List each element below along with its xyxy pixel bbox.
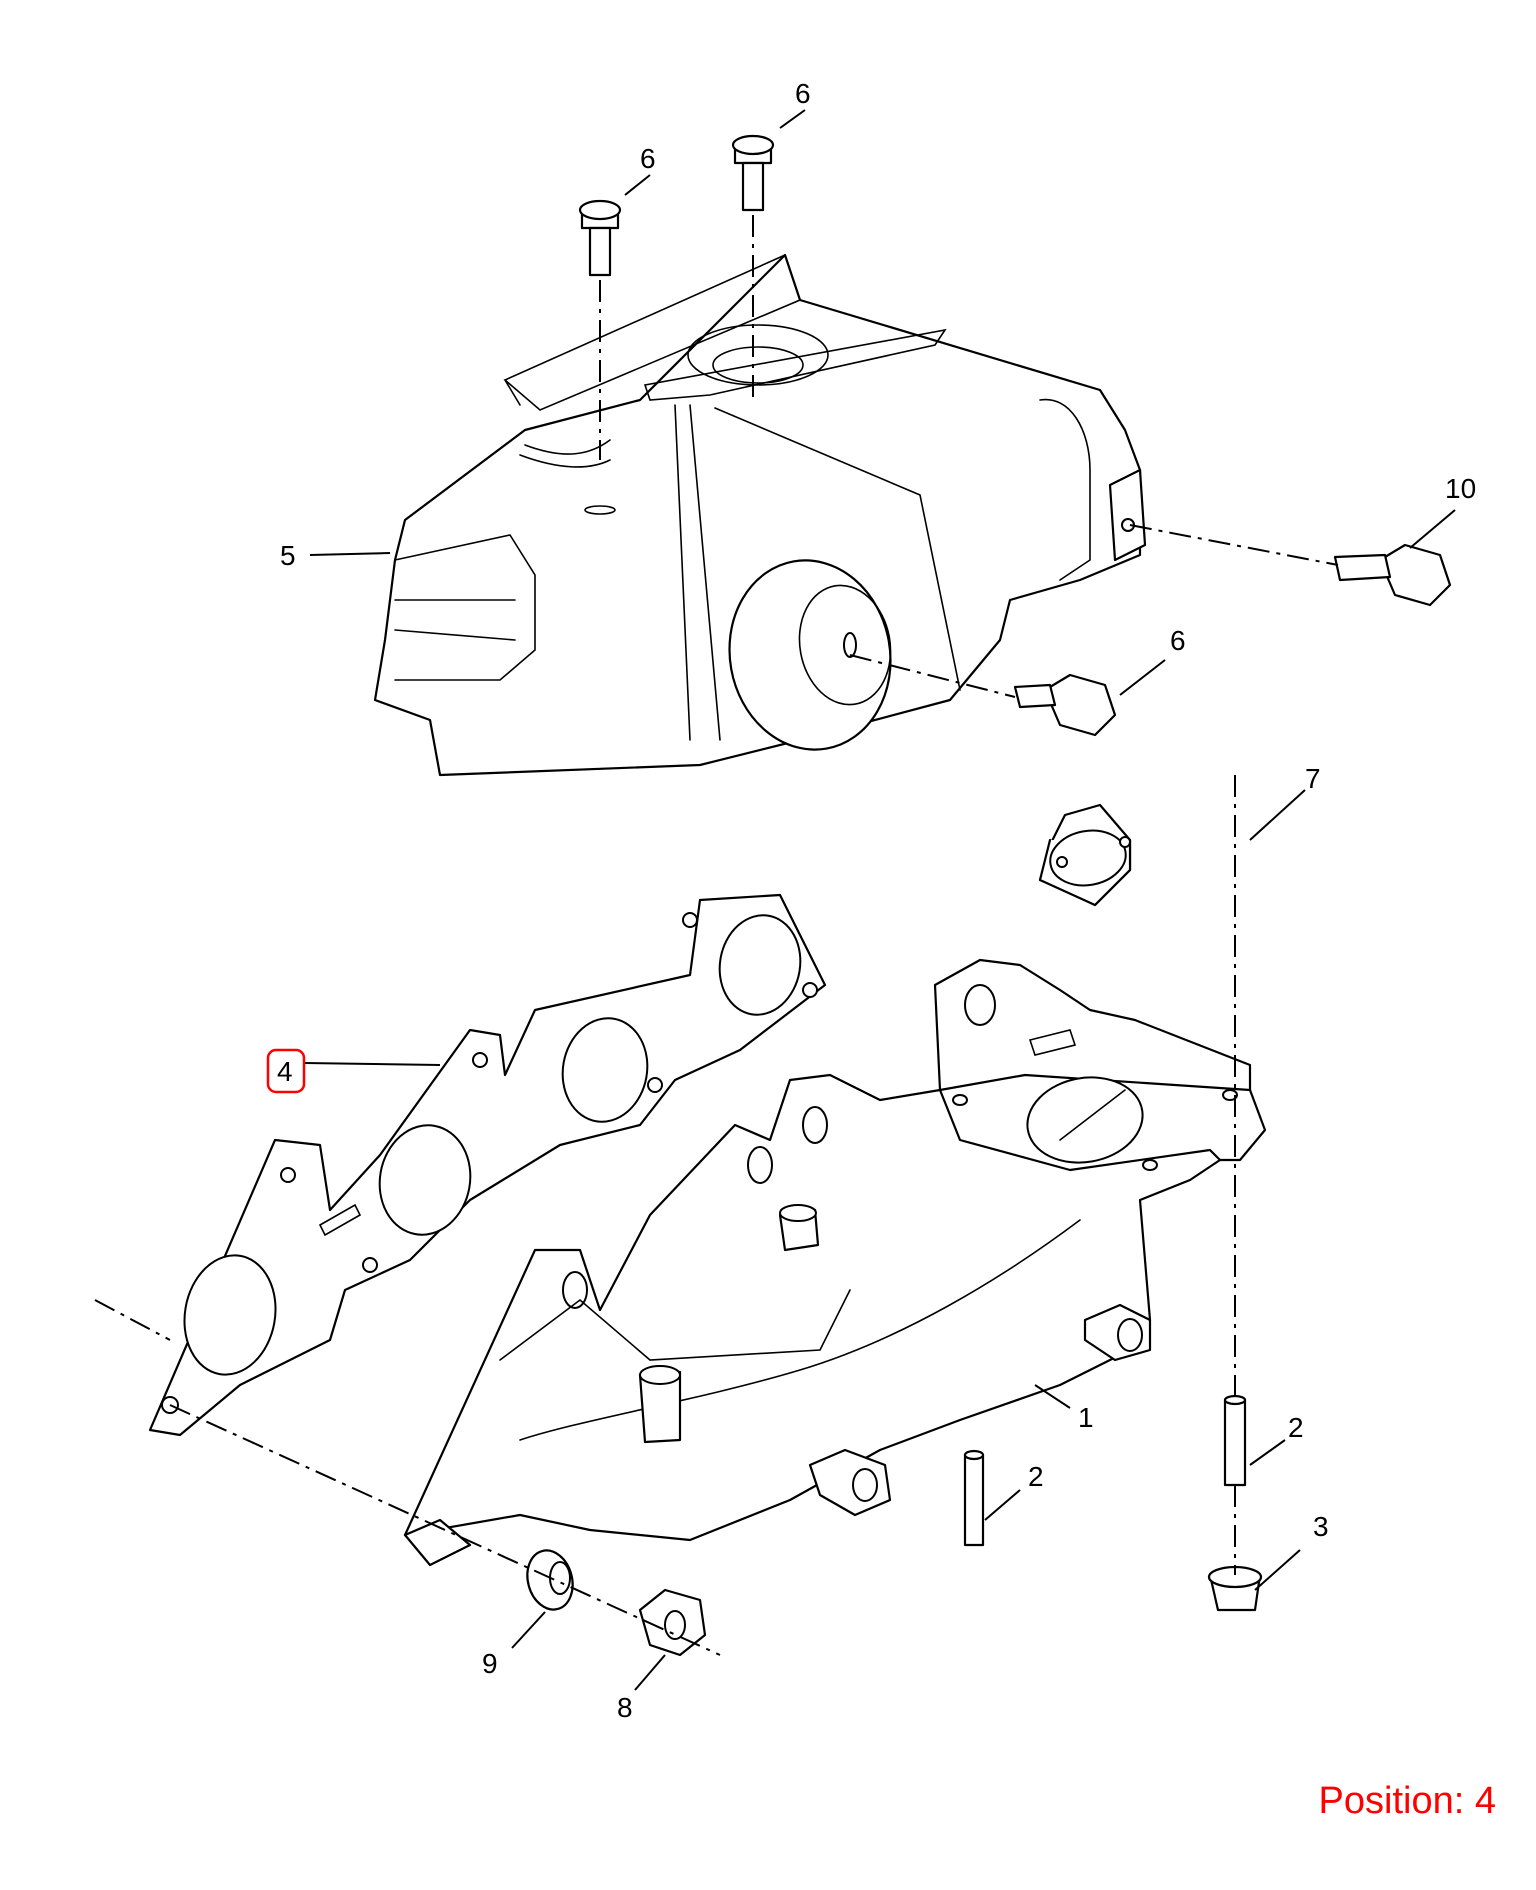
callout-6-right[interactable]: 6 xyxy=(1170,625,1186,656)
callout-10[interactable]: 10 xyxy=(1445,473,1476,504)
callout-6-center[interactable]: 6 xyxy=(795,78,811,109)
callout-9[interactable]: 9 xyxy=(482,1648,498,1679)
stud-2-right[interactable] xyxy=(1223,1394,1247,1487)
assembly-lines xyxy=(94,215,1339,1656)
callout-8[interactable]: 8 xyxy=(617,1692,633,1723)
callout-4[interactable]: 4 xyxy=(277,1056,293,1087)
callout-6-left[interactable]: 6 xyxy=(640,143,656,174)
bolt-10[interactable] xyxy=(1333,543,1452,607)
callout-3[interactable]: 3 xyxy=(1313,1511,1329,1542)
washer-9[interactable] xyxy=(521,1545,579,1614)
bolt-6-left[interactable] xyxy=(578,199,622,277)
manifold-gasket[interactable] xyxy=(148,893,827,1437)
bolt-6-right[interactable] xyxy=(1013,673,1117,737)
stud-2-center[interactable] xyxy=(963,1449,985,1547)
callout-7[interactable]: 7 xyxy=(1305,763,1321,794)
flange-gasket[interactable] xyxy=(1038,803,1132,907)
position-label: Position: 4 xyxy=(1318,1780,1496,1822)
callouts: 6 6 5 10 6 7 4 1 2 2 3 9 8 xyxy=(266,78,1476,1723)
heat-shield[interactable] xyxy=(373,253,1147,777)
callout-1[interactable]: 1 xyxy=(1078,1402,1094,1433)
bolt-6-center[interactable] xyxy=(731,134,775,212)
callout-2-center[interactable]: 2 xyxy=(1028,1461,1044,1492)
callout-5[interactable]: 5 xyxy=(280,540,296,571)
nut-3[interactable] xyxy=(1207,1565,1263,1612)
exhaust-manifold[interactable] xyxy=(403,958,1267,1567)
callout-2-right[interactable]: 2 xyxy=(1288,1412,1304,1443)
callout-4-highlight xyxy=(266,1048,306,1094)
